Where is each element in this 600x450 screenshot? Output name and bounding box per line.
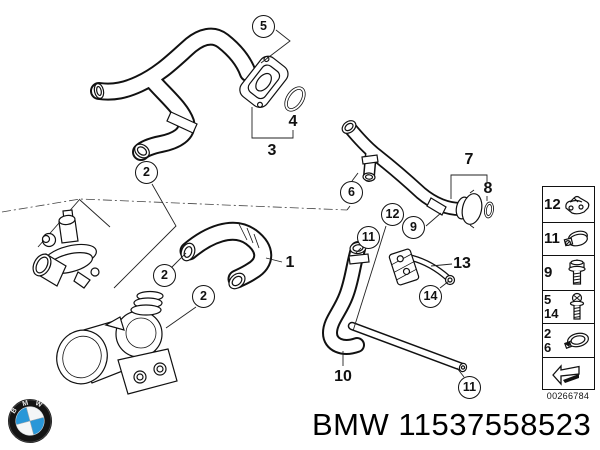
hose-7-drawing [341, 120, 494, 229]
label-10[interactable]: 10 [334, 368, 352, 385]
label-3[interactable]: 3 [267, 142, 277, 159]
hex-bolt-icon [561, 258, 593, 288]
legend-number: 5 [544, 292, 552, 307]
callout-9[interactable]: 9 [402, 216, 425, 239]
direction-arrow-icon [544, 360, 593, 387]
svg-text:M: M [22, 400, 30, 408]
water-pump-drawing [56, 290, 178, 395]
callout-12[interactable]: 12 [381, 203, 404, 226]
diagram-code: 00266784 [546, 391, 590, 401]
hose-1-drawing [179, 221, 273, 290]
callout-11[interactable]: 11 [357, 226, 380, 249]
legend-number: 2 [544, 325, 552, 341]
legend-number: 14 [544, 306, 559, 321]
flange-drawing [239, 55, 289, 108]
callout-11[interactable]: 11 [458, 376, 481, 399]
legend-row-12[interactable]: 12 [543, 187, 594, 223]
legend-number: 9 [544, 264, 553, 281]
label-4[interactable]: 4 [288, 113, 298, 130]
o-ring-8-drawing [484, 201, 494, 219]
screw-icon [561, 292, 593, 322]
label-8[interactable]: 8 [483, 180, 493, 197]
legend-number: 11 [544, 230, 560, 247]
legend-number: 12 [544, 195, 561, 213]
hose-clamp-icon [561, 226, 593, 252]
legend-row-9[interactable]: 9 [543, 256, 594, 291]
bmw-roundel-logo: B M W [8, 399, 52, 443]
legend-row-arrow[interactable] [543, 358, 594, 389]
boot-clamp-icon [561, 193, 593, 217]
label-1[interactable]: 1 [285, 254, 295, 271]
callout-2[interactable]: 2 [153, 264, 176, 287]
legend-row-11[interactable]: 11 [543, 223, 594, 256]
callout-14[interactable]: 14 [419, 285, 442, 308]
svg-text:W: W [34, 400, 43, 409]
thermostat-drawing [32, 209, 100, 289]
legend-number: 6 [544, 339, 552, 355]
callout-2[interactable]: 2 [135, 161, 158, 184]
spring-clamp-icon [561, 328, 593, 354]
part-number-text: BMW 11537558523 [312, 407, 592, 442]
bracket-13-drawing [388, 248, 456, 286]
label-13[interactable]: 13 [453, 255, 471, 272]
label-7[interactable]: 7 [464, 151, 474, 168]
leader-lines [113, 29, 488, 378]
hose-clamp-2-drawing [166, 111, 198, 134]
svg-text:B: B [10, 407, 19, 415]
callout-2[interactable]: 2 [192, 285, 215, 308]
hose-3-drawing [90, 27, 306, 161]
gasket-4-drawing [284, 86, 306, 112]
callout-5[interactable]: 5 [252, 15, 275, 38]
callout-6[interactable]: 6 [340, 181, 363, 204]
